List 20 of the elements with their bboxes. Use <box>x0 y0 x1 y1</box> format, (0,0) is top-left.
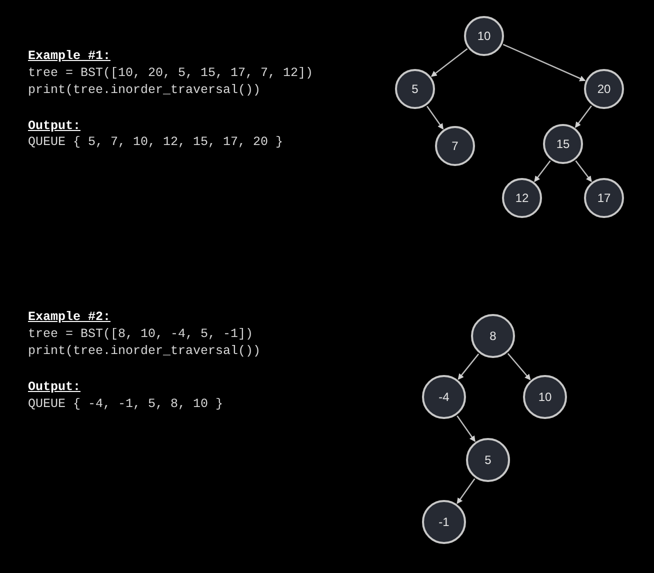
code-line: QUEUE { -4, -1, 5, 8, 10 } <box>28 397 224 412</box>
code-line: print(tree.inorder_traversal()) <box>28 344 261 359</box>
arrow <box>574 105 592 128</box>
section-heading: Example #2: <box>28 310 111 325</box>
code-line: print(tree.inorder_traversal()) <box>28 83 261 98</box>
code-line: tree = BST([8, 10, -4, 5, -1]) <box>28 327 254 342</box>
arrow <box>534 160 551 182</box>
section-heading: Example #1: <box>28 49 111 64</box>
arrow <box>426 106 444 130</box>
arrow <box>502 44 586 82</box>
arrow <box>507 353 531 380</box>
arrow <box>456 478 476 504</box>
arrow <box>458 354 480 380</box>
section-heading: Output: <box>28 119 81 134</box>
arrow <box>430 48 468 77</box>
arrow <box>575 160 592 182</box>
code-line: QUEUE { 5, 7, 10, 12, 15, 17, 20 } <box>28 135 284 150</box>
section-heading: Output: <box>28 380 81 395</box>
code-line: tree = BST([10, 20, 5, 15, 17, 7, 12]) <box>28 66 314 81</box>
arrow <box>456 415 476 442</box>
